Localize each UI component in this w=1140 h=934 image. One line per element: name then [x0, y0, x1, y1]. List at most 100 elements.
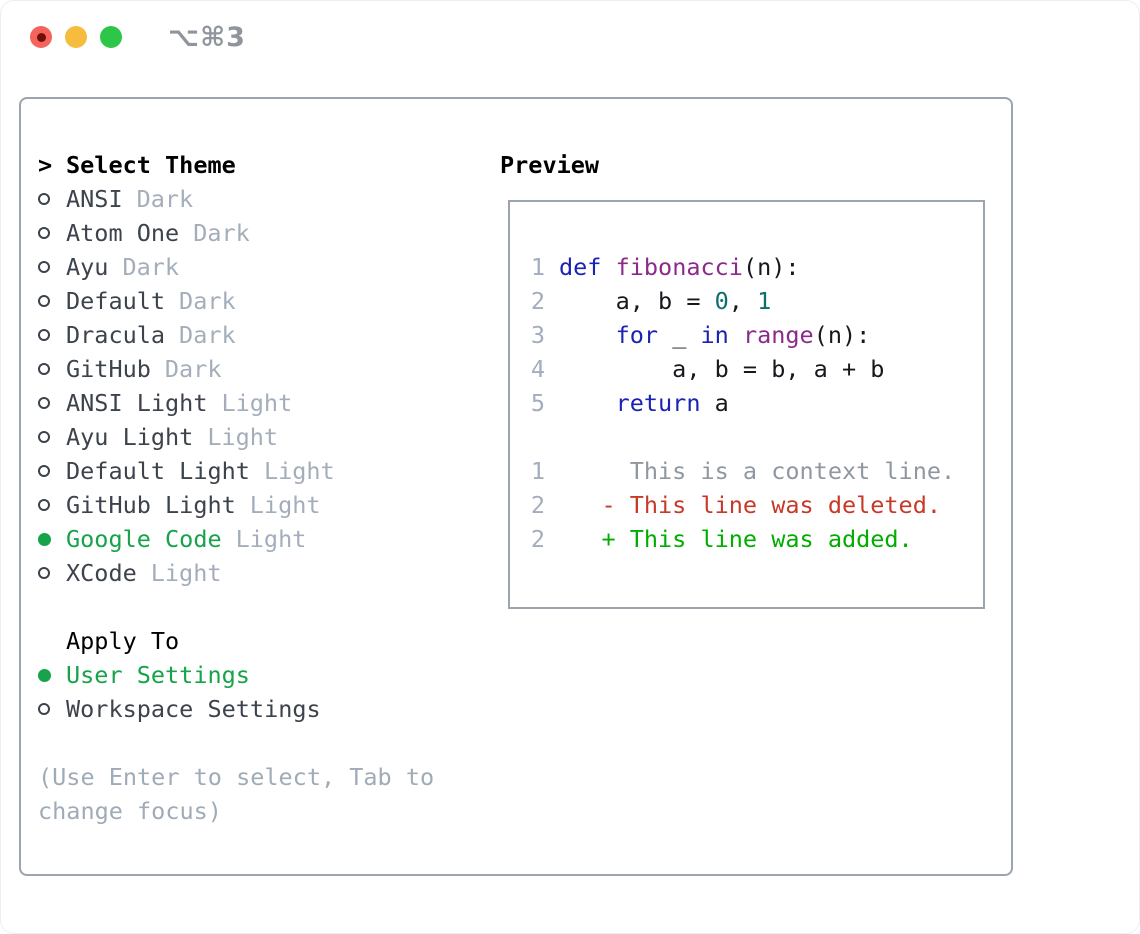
line-number: 2 [530, 491, 545, 519]
select-theme-header: > Select Theme [38, 148, 488, 182]
preview-code-line: 1 def fibonacci(n): [530, 250, 983, 284]
option-label: ANSI [66, 185, 123, 213]
keyboard-hint: (Use Enter to select, Tab to change focu… [38, 763, 435, 825]
option-variant-label: Dark [122, 253, 180, 281]
option-label: GitHub [66, 355, 151, 383]
option-label: Google Code [66, 525, 222, 553]
close-button[interactable] [30, 26, 52, 48]
option-label: Ayu [66, 253, 109, 281]
option-label: Workspace Settings [66, 695, 321, 723]
theme-option[interactable]: Google Code Light [38, 522, 488, 556]
theme-option[interactable]: Dracula Dark [38, 318, 488, 352]
apply-to-header: Apply To [38, 624, 488, 658]
theme-option[interactable]: Atom One Dark [38, 216, 488, 250]
prompt-icon: > [38, 151, 53, 179]
minimize-button[interactable] [65, 26, 87, 48]
theme-option[interactable]: XCode Light [38, 556, 488, 590]
line-number: 4 [530, 355, 545, 383]
spacer [38, 726, 488, 760]
option-variant-label: Light [235, 525, 307, 553]
code-text: - This line was deleted. [559, 491, 942, 519]
theme-option[interactable]: ANSI Dark [38, 182, 488, 216]
preview-code-line: 2 + This line was added. [530, 522, 983, 556]
radio-selected-icon [38, 668, 51, 682]
radio-icon [38, 397, 50, 409]
option-variant-label: Dark [179, 321, 236, 349]
preview-code-line: 2 a, b = 0, 1 [530, 284, 983, 318]
theme-option[interactable]: GitHub Light Light [38, 488, 488, 522]
preview-title: Preview [500, 151, 600, 179]
code-text: return a [615, 389, 729, 417]
code-text: This is a context line. [559, 457, 956, 485]
code-text: def fibonacci(n): [559, 253, 800, 281]
picker-title: Select Theme [66, 151, 236, 179]
radio-icon [38, 465, 50, 477]
line-number: 1 [530, 457, 545, 485]
option-label: User Settings [66, 661, 250, 689]
apply-to-option[interactable]: User Settings [38, 658, 488, 692]
radio-selected-icon [38, 532, 51, 546]
option-variant-label: Dark [136, 185, 194, 213]
option-label: Default [66, 287, 166, 315]
code-text: for _ in range(n): [615, 321, 871, 349]
radio-icon [38, 431, 50, 443]
option-variant-label: Light [221, 389, 293, 417]
code-text: + This line was added. [559, 525, 913, 553]
option-label: Ayu Light [66, 423, 194, 451]
option-label: ANSI Light [66, 389, 208, 417]
radio-icon [38, 295, 50, 307]
option-variant-label: Light [150, 559, 222, 587]
line-number: 2 [530, 287, 545, 315]
line-number: 3 [530, 321, 545, 349]
radio-icon [38, 227, 50, 239]
line-number: 1 [530, 253, 545, 281]
option-label: Default Light [66, 457, 250, 485]
option-label: XCode [66, 559, 137, 587]
line-number [530, 420, 545, 454]
option-variant-label: Light [263, 457, 335, 485]
option-label: Atom One [66, 219, 180, 247]
zoom-button[interactable] [100, 26, 122, 48]
window-title: ⌥⌘3 [168, 21, 246, 53]
radio-icon [38, 329, 50, 341]
line-number: 5 [530, 389, 545, 417]
option-label: GitHub Light [66, 491, 236, 519]
option-variant-label: Dark [193, 219, 250, 247]
option-variant-label: Dark [179, 287, 236, 315]
radio-icon [38, 193, 50, 205]
preview-code-line [530, 420, 983, 454]
theme-option[interactable]: ANSI Light Light [38, 386, 488, 420]
line-number: 2 [530, 525, 545, 553]
radio-icon [38, 499, 50, 511]
preview-code-line: 4 a, b = b, a + b [530, 352, 983, 386]
apply-to-option[interactable]: Workspace Settings [38, 692, 488, 726]
preview-code-line: 2 - This line was deleted. [530, 488, 983, 522]
theme-option[interactable]: Default Dark [38, 284, 488, 318]
option-variant-label: Dark [164, 355, 222, 383]
theme-option[interactable]: Ayu Dark [38, 250, 488, 284]
option-variant-label: Light [249, 491, 321, 519]
preview-code-line: 1 This is a context line. [530, 454, 983, 488]
radio-icon [38, 363, 50, 375]
radio-icon [38, 261, 50, 273]
traffic-lights [30, 26, 122, 48]
preview-code-line: 3 for _ in range(n): [530, 318, 983, 352]
spacer [38, 590, 488, 624]
theme-option[interactable]: GitHub Dark [38, 352, 488, 386]
theme-option[interactable]: Default Light Light [38, 454, 488, 488]
radio-icon [38, 703, 50, 715]
code-text: a, b = 0, 1 [559, 287, 772, 315]
preview-code-line: 5 return a [530, 386, 983, 420]
code-text: a, b = b, a + b [559, 355, 885, 383]
window-titlebar: ⌥⌘3 [0, 0, 1140, 74]
option-label: Dracula [66, 321, 166, 349]
radio-icon [38, 567, 50, 579]
